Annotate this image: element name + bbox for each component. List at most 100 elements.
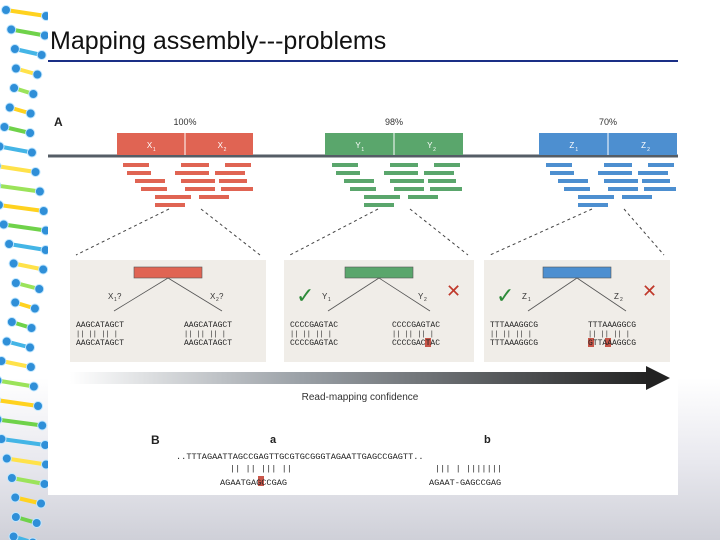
right-match-bars: || || || |	[588, 331, 630, 339]
right-read-sequence: AAGCATAGCT	[184, 321, 232, 330]
helix-node	[28, 89, 39, 99]
assignment-branch-left	[527, 277, 578, 312]
copy-2-subscript: 2	[433, 147, 436, 153]
left-read-sequence: CCCCGAGTAC	[290, 321, 338, 330]
short-read	[558, 179, 588, 183]
helix-node	[0, 415, 3, 424]
short-read	[181, 163, 209, 167]
helix-node	[39, 30, 48, 41]
short-read	[408, 195, 438, 199]
helix-node	[36, 498, 47, 509]
right-read-sequence: CCCCGAGTAC	[392, 321, 440, 330]
left-copy-label: Z	[522, 292, 527, 301]
helix-node	[6, 317, 17, 327]
read-in-question	[133, 266, 203, 279]
short-read	[141, 187, 167, 191]
helix-node	[9, 44, 20, 54]
helix-rung	[1, 437, 46, 447]
copy-2-subscript: 2	[224, 147, 227, 153]
copy-2-label: Z	[641, 141, 646, 150]
read-a-sequence: AGAATGAGCCGAG	[220, 478, 287, 488]
right-copy-label: Y	[418, 292, 424, 301]
cross-icon: ✕	[642, 281, 657, 302]
short-read	[390, 179, 424, 183]
mismatch-highlight	[588, 338, 594, 347]
short-read	[394, 187, 424, 191]
copy-1-label: Y	[355, 141, 361, 150]
right-copy-subscript: 2	[424, 297, 427, 303]
left-match-bars: || || || |	[76, 331, 118, 339]
short-read	[608, 187, 638, 191]
helix-node	[0, 376, 3, 385]
helix-node	[0, 200, 4, 210]
assignment-branch-left	[327, 277, 380, 312]
panel-b-letter: B	[151, 433, 160, 447]
right-copy-subscript: 2	[216, 297, 219, 303]
short-read	[598, 171, 632, 175]
helix-node	[10, 297, 21, 308]
short-read	[578, 195, 614, 199]
dna-helix-decoration	[0, 5, 48, 540]
short-read	[135, 179, 165, 183]
left-reference-sequence: CCCCGAGTAC	[290, 339, 338, 348]
helix-node	[34, 186, 45, 197]
left-reference-sequence: AAGCATAGCT	[76, 339, 124, 348]
helix-rung	[1, 359, 32, 369]
helix-rung	[0, 378, 35, 389]
copy-1-subscript: 1	[361, 147, 364, 153]
left-match-bars: || || || |	[490, 331, 532, 339]
helix-rung	[0, 164, 36, 174]
helix-node	[40, 245, 48, 255]
short-read	[642, 179, 670, 183]
left-copy-mark: ?	[117, 292, 122, 301]
left-copy-label: X	[108, 292, 114, 301]
helix-rung	[8, 242, 46, 252]
confidence-arrow-shaft	[70, 372, 650, 384]
short-read	[604, 163, 632, 167]
helix-node	[25, 108, 36, 119]
mismatch-highlight	[425, 338, 431, 347]
helix-rung	[3, 222, 47, 233]
short-read	[622, 195, 652, 199]
helix-node	[40, 225, 48, 236]
assignment-branch-right	[167, 277, 223, 312]
repeat-identity-percent: 98%	[385, 117, 403, 127]
helix-node	[10, 492, 21, 503]
helix-node	[8, 258, 19, 269]
short-read	[219, 179, 247, 183]
short-read	[336, 171, 360, 175]
short-read	[181, 179, 215, 183]
left-copy-subscript: 1	[528, 297, 531, 303]
helix-node	[28, 381, 39, 392]
short-read	[604, 179, 638, 183]
short-read	[199, 195, 229, 199]
zoom-dash-right	[623, 208, 665, 256]
helix-node	[0, 356, 7, 366]
helix-rung	[6, 456, 47, 467]
helix-node	[4, 102, 15, 113]
short-read	[225, 163, 251, 167]
helix-node	[10, 63, 21, 74]
right-copy-mark: ?	[219, 292, 224, 301]
right-copy-label: Z	[614, 292, 619, 301]
repeat-identity-percent: 100%	[173, 117, 196, 127]
short-read	[344, 179, 374, 183]
short-read	[390, 163, 418, 167]
left-copy-subscript: 1	[328, 297, 331, 303]
helix-node	[29, 303, 40, 314]
copy-2-label: X	[218, 141, 224, 150]
helix-node	[10, 278, 21, 288]
short-read	[155, 203, 185, 207]
helix-node	[26, 147, 37, 158]
assignment-branch-right	[378, 277, 431, 312]
reference-sequence: ..TTTAGAATTAGCCGAGTTGCGTGCGGGTAGAATTGAGC…	[176, 452, 424, 462]
helix-node	[40, 440, 48, 450]
copy-1-subscript: 1	[153, 147, 156, 153]
helix-node	[30, 167, 41, 177]
alignment-bars-b: ||| | |||||||	[435, 464, 502, 474]
short-read	[215, 171, 245, 175]
right-copy-label: X	[210, 292, 216, 301]
short-read	[185, 187, 215, 191]
alignment-bars-a: || || ||| ||	[230, 464, 292, 474]
